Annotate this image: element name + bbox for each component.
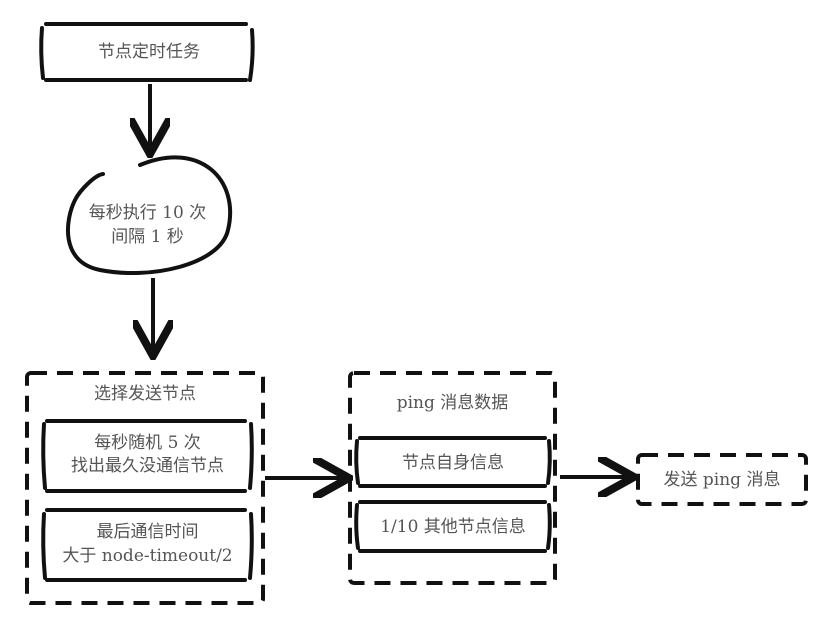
send-ping-label: 发送 ping 消息 xyxy=(663,470,781,490)
ping-data-box xyxy=(348,371,557,585)
rule1-line1: 每秒随机 5 次 xyxy=(94,433,201,453)
timer-task-label: 节点定时任务 xyxy=(98,42,200,62)
select-nodes-title: 选择发送节点 xyxy=(94,384,196,404)
select-nodes-box xyxy=(25,371,265,605)
send-ping-box xyxy=(636,453,808,506)
item1-box xyxy=(354,436,552,488)
rule2-line2: 大于 node-timeout/2 xyxy=(62,546,233,566)
frequency-line2: 间隔 1 秒 xyxy=(111,227,184,247)
item2-box xyxy=(354,500,552,553)
rule2-line1: 最后通信时间 xyxy=(96,522,199,542)
ping-data-item1: 节点自身信息 xyxy=(402,453,504,473)
timer-task-box xyxy=(39,22,255,82)
ping-data-item2: 1/10 其他节点信息 xyxy=(380,517,526,537)
ping-data-title: ping 消息数据 xyxy=(396,393,509,413)
rule1-box xyxy=(41,419,254,493)
frequency-blob xyxy=(65,155,233,275)
frequency-line1: 每秒执行 10 次 xyxy=(88,203,207,223)
rule1-line2: 找出最久没通信节点 xyxy=(71,456,224,476)
rule2-box xyxy=(41,508,254,582)
